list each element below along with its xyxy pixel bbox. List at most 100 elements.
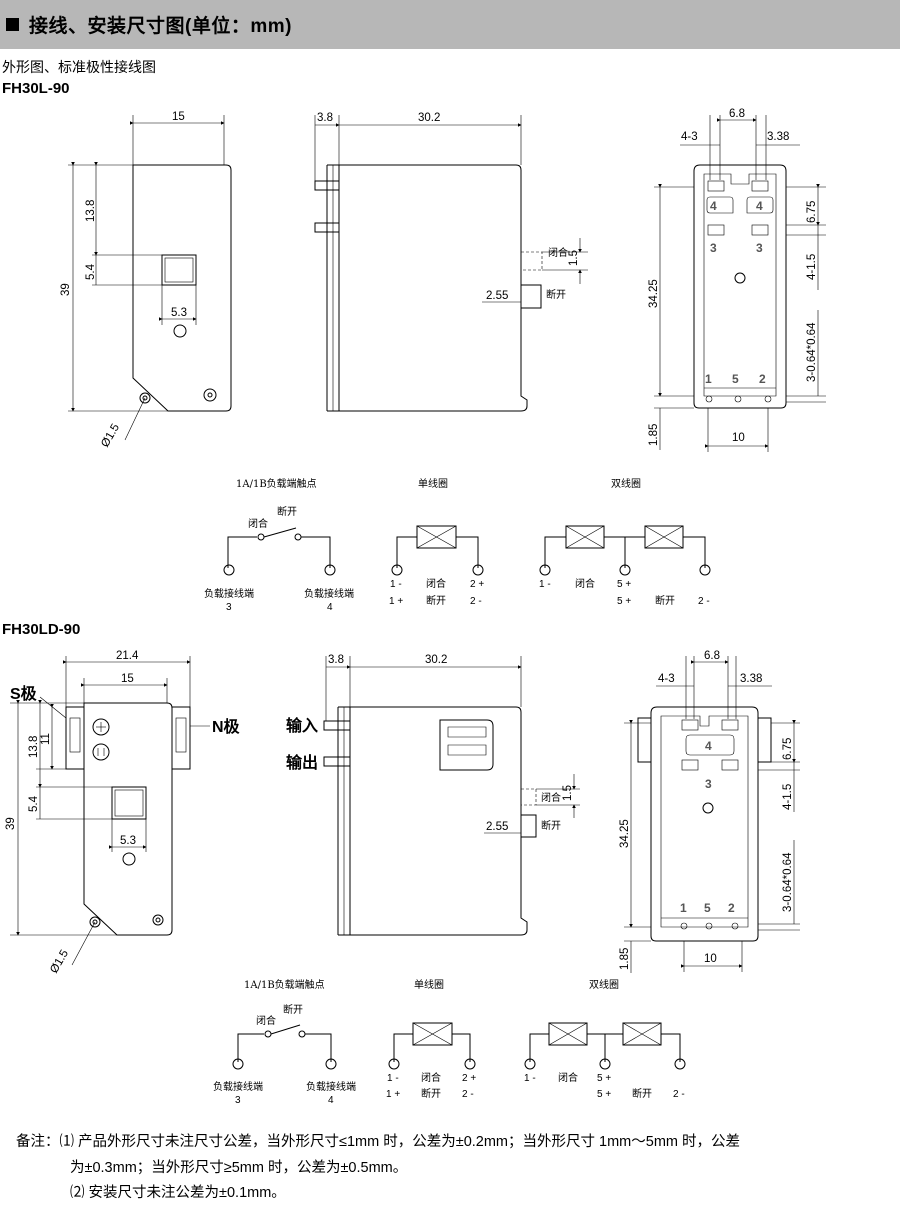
note-line-3: ⑵ 安装尺寸未注公差为±0.1mm。 xyxy=(70,1185,286,1201)
dim-2-55-ld: 2.55 xyxy=(486,821,508,833)
ld-sc-2-plus: 2 + xyxy=(462,1073,476,1084)
label-s-pole: S极 xyxy=(10,684,38,703)
dim-30-2: 30.2 xyxy=(418,112,440,124)
pin-5: 5 xyxy=(732,372,739,386)
dim-15: 15 xyxy=(172,111,185,123)
ld-dc-5-plus-b: 5 + xyxy=(597,1089,611,1100)
ld-sc-1-plus: 1 + xyxy=(386,1089,400,1100)
ld-dc-2-minus: 2 - xyxy=(673,1089,685,1100)
ld-dc-open: 断开 xyxy=(632,1087,652,1100)
ld-sc-1-minus: 1 - xyxy=(387,1073,399,1084)
fh30ld-side-view xyxy=(323,656,580,936)
dim-1-85-ld: 1.85 xyxy=(619,948,631,970)
sc-1-minus: 1 - xyxy=(390,579,402,590)
pin-4-right: 4 xyxy=(756,199,763,213)
black-square-icon xyxy=(6,18,19,31)
ld-pin-3: 3 xyxy=(705,777,712,791)
pin-3-right: 3 xyxy=(756,241,763,255)
dc-open: 断开 xyxy=(655,594,675,607)
dim-phi-1-5: Ø1.5 xyxy=(99,422,122,450)
dim-1-85: 1.85 xyxy=(648,424,660,446)
sc-2-plus: 2 + xyxy=(470,579,484,590)
dim-34-25-ld: 34.25 xyxy=(619,819,631,848)
dim-3-0-64-ld: 3-0.64*0.64 xyxy=(782,852,794,912)
dim-13-8-ld: 13.8 xyxy=(28,736,40,758)
dc-2-minus: 2 - xyxy=(698,596,710,607)
terminal-4: 4 xyxy=(327,602,333,613)
dim-3-8-ld: 3.8 xyxy=(328,654,344,666)
ld-sc-2-minus: 2 - xyxy=(462,1089,474,1100)
dim-13-8: 13.8 xyxy=(85,200,97,222)
dim-6-75-ld: 6.75 xyxy=(782,738,794,760)
load-terminal-left: 负载接线端 xyxy=(204,587,254,600)
dim-1-5: 1.5 xyxy=(568,250,580,266)
note-line-1: 备注：⑴ 产品外形尺寸未注尺寸公差，当外形尺寸≤1mm 时，公差为±0.2mm；… xyxy=(16,1134,741,1150)
ld-wiring-open: 断开 xyxy=(283,1003,303,1016)
pin-3-left: 3 xyxy=(710,241,717,255)
dim-39-ld: 39 xyxy=(5,817,17,830)
diagram-subtitle: 外形图、标准极性接线图 xyxy=(2,59,156,75)
dim-21-4: 21.4 xyxy=(116,650,139,662)
ld-header-load-contact: 1A/1B负载端触点 xyxy=(244,978,325,991)
dim-39: 39 xyxy=(60,283,72,296)
sc-open: 断开 xyxy=(426,594,446,607)
dim-10-ld: 10 xyxy=(704,953,717,965)
ld-pin-5: 5 xyxy=(704,901,711,915)
pin-4-left: 4 xyxy=(710,199,717,213)
note-line-2: 为±0.3mm；当外形尺寸≥5mm 时，公差为±0.5mm。 xyxy=(70,1160,408,1176)
ld-sc-close: 闭合 xyxy=(421,1071,441,1084)
dim-3-0-64: 3-0.64*0.64 xyxy=(806,322,818,382)
ld-header-single-coil: 单线圈 xyxy=(414,978,444,991)
section-header: 接线、安装尺寸图(单位：mm) xyxy=(0,0,900,49)
ld-load-terminal-right: 负载接线端 xyxy=(306,1080,356,1093)
ld-label-open: 断开 xyxy=(541,819,561,832)
pin-2: 2 xyxy=(759,372,766,386)
ld-load-terminal-left: 负载接线端 xyxy=(213,1080,263,1093)
dc-1-minus: 1 - xyxy=(539,579,551,590)
dim-6-8: 6.8 xyxy=(729,108,745,120)
fh30ld-wiring xyxy=(232,1022,686,1070)
dim-5-3-ld: 5.3 xyxy=(120,835,136,847)
dim-11: 11 xyxy=(40,733,52,745)
header-single-coil: 单线圈 xyxy=(418,477,448,490)
ld-terminal-3: 3 xyxy=(235,1095,241,1106)
ld-header-double-coil: 双线圈 xyxy=(589,978,619,991)
dim-5-4: 5.4 xyxy=(85,263,97,280)
dc-5-plus-b: 5 + xyxy=(617,596,631,607)
sc-close: 闭合 xyxy=(426,577,446,590)
fh30ld-front-view xyxy=(10,656,210,966)
dim-4-3: 4-3 xyxy=(681,131,698,143)
dim-10: 10 xyxy=(732,432,745,444)
label-close: 闭合 xyxy=(548,246,568,259)
ld-terminal-4: 4 xyxy=(328,1095,334,1106)
sc-1-plus: 1 + xyxy=(389,596,403,607)
section-title: 接线、安装尺寸图(单位：mm) xyxy=(29,16,292,37)
dim-4-1-5-ld: 4-1.5 xyxy=(782,784,794,810)
model-fh30l-90: FH30L-90 xyxy=(2,80,70,97)
terminal-3: 3 xyxy=(226,602,232,613)
label-output: 输出 xyxy=(286,753,318,772)
header-load-contact: 1A/1B负载端触点 xyxy=(236,477,317,490)
ld-pin-4: 4 xyxy=(705,739,712,753)
dim-15-ld: 15 xyxy=(121,673,134,685)
dim-3-38-ld: 3.38 xyxy=(740,673,762,685)
dim-3-38: 3.38 xyxy=(767,131,789,143)
dim-4-1-5: 4-1.5 xyxy=(806,254,818,280)
wiring-label-open: 断开 xyxy=(277,505,297,518)
ld-pin-1: 1 xyxy=(680,901,687,915)
pin-1: 1 xyxy=(705,372,712,386)
dim-5-3: 5.3 xyxy=(171,307,187,319)
dim-4-3-ld: 4-3 xyxy=(658,673,675,685)
dim-6-8-ld: 6.8 xyxy=(704,650,720,662)
ld-dc-5-plus-a: 5 + xyxy=(597,1073,611,1084)
dim-30-2-ld: 30.2 xyxy=(425,654,447,666)
dim-6-75: 6.75 xyxy=(806,201,818,223)
label-n-pole: N极 xyxy=(212,717,241,736)
dim-1-5-ld: 1.5 xyxy=(562,785,574,801)
label-open: 断开 xyxy=(546,288,566,301)
wiring-label-close: 闭合 xyxy=(248,517,268,530)
label-input: 输入 xyxy=(286,716,318,735)
ld-pin-2: 2 xyxy=(728,901,735,915)
dim-34-25: 34.25 xyxy=(648,279,660,308)
